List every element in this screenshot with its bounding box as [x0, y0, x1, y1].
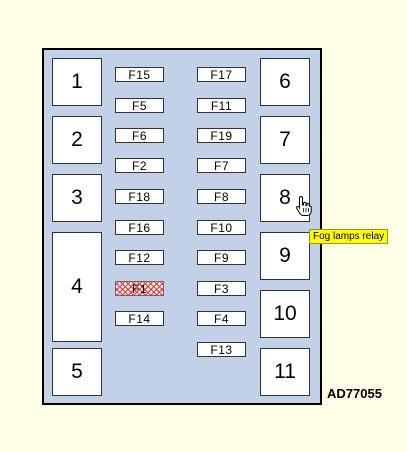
- relay-2[interactable]: 2: [52, 116, 102, 164]
- fuse-f17[interactable]: F17: [197, 67, 246, 82]
- hand-pointer-icon: [296, 195, 312, 216]
- fuse-f7[interactable]: F7: [197, 158, 246, 173]
- relay-9[interactable]: 9: [260, 232, 310, 280]
- relay-11[interactable]: 11: [260, 348, 310, 396]
- fuse-f1-highlighted[interactable]: F1: [115, 281, 164, 296]
- fuse-f13[interactable]: F13: [197, 342, 246, 357]
- fuse-f18[interactable]: F18: [115, 189, 164, 204]
- fuse-f5[interactable]: F5: [115, 98, 164, 113]
- fuse-box-panel: [42, 48, 322, 405]
- figure-id-label: AD77055: [327, 386, 382, 401]
- fuse-f14[interactable]: F14: [115, 311, 164, 326]
- fuse-f8[interactable]: F8: [197, 189, 246, 204]
- fuse-f3[interactable]: F3: [197, 281, 246, 296]
- relay-10[interactable]: 10: [260, 290, 310, 338]
- relay-4[interactable]: 4: [52, 232, 102, 342]
- fuse-f16[interactable]: F16: [115, 220, 164, 235]
- relay-3[interactable]: 3: [52, 174, 102, 222]
- fuse-f6[interactable]: F6: [115, 128, 164, 143]
- fuse-f11[interactable]: F11: [197, 98, 246, 113]
- fuse-f12[interactable]: F12: [115, 250, 164, 265]
- relay-7[interactable]: 7: [260, 116, 310, 164]
- fuse-f15[interactable]: F15: [115, 67, 164, 82]
- fuse-f10[interactable]: F10: [197, 220, 246, 235]
- fuse-f4[interactable]: F4: [197, 311, 246, 326]
- fuse-f9[interactable]: F9: [197, 250, 246, 265]
- tooltip-fog-lamps-relay: Fog lamps relay: [309, 229, 389, 244]
- relay-5[interactable]: 5: [52, 348, 102, 396]
- relay-6[interactable]: 6: [260, 58, 310, 106]
- relay-1[interactable]: 1: [52, 58, 102, 106]
- fuse-f2[interactable]: F2: [115, 158, 164, 173]
- fuse-f19[interactable]: F19: [197, 128, 246, 143]
